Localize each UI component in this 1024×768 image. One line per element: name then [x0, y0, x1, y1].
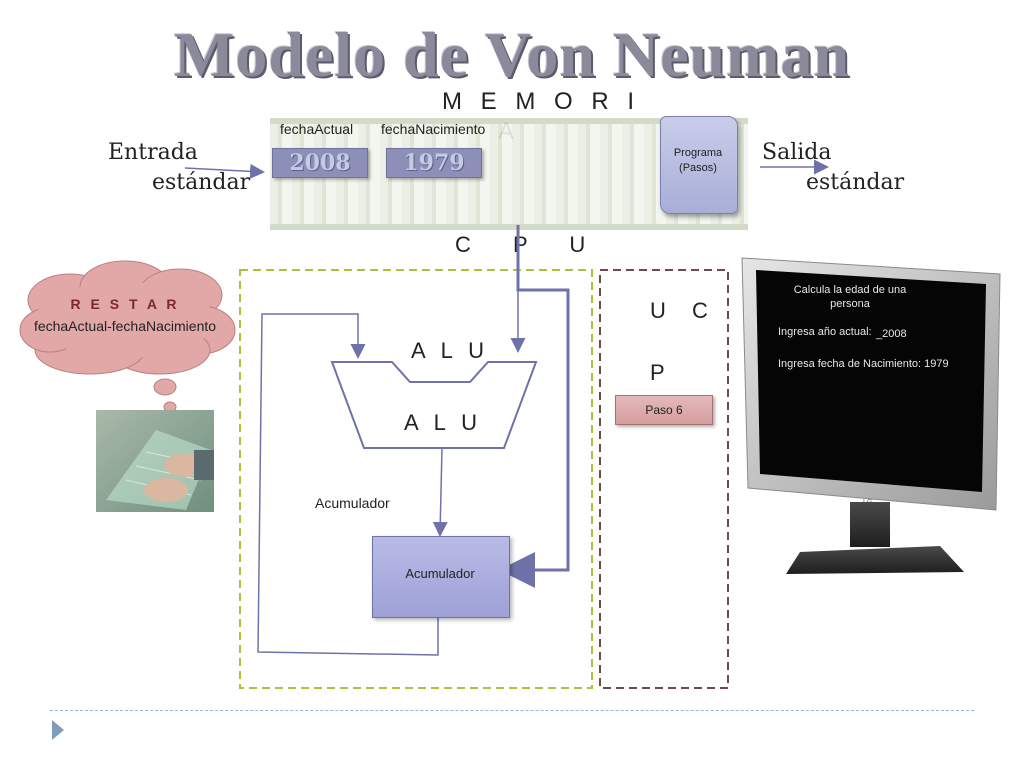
accumulator-box-label: Acumulador — [405, 566, 475, 581]
var-fecha-actual-label: fechaActual — [280, 121, 354, 137]
monitor-line2: persona — [830, 298, 870, 310]
uc-label: U C — [650, 298, 718, 323]
program-scroll — [660, 116, 738, 214]
memory-bus — [499, 225, 570, 588]
feedback-loop — [257, 313, 439, 656]
uc-label-p: P — [650, 360, 675, 385]
monitor-line1: Calcula la edad de una — [793, 284, 907, 296]
alu-label: A L U — [411, 338, 489, 363]
monitor-prompt2: Ingresa fecha de Nacimiento: 1979 — [778, 358, 949, 370]
input-label-line1: Entrada — [108, 140, 198, 165]
alu-shape — [330, 361, 538, 449]
alu-inner-label: A L U — [404, 410, 482, 435]
footer-triangle — [52, 720, 64, 740]
var-fecha-nacimiento-value: 1979 — [386, 148, 482, 178]
alu-to-acc-arrow — [432, 447, 448, 537]
var-fecha-nacimiento-label: fechaNacimiento — [381, 121, 486, 137]
program-line2: (Pasos) — [679, 162, 717, 174]
accumulator-box — [372, 536, 510, 618]
alu-region — [239, 269, 593, 689]
keyboard-typing-image — [96, 410, 214, 512]
program-line1: Programa — [673, 147, 723, 159]
monitor-value1: _2008 — [876, 328, 907, 340]
slide-title: Modelo de Von Neuman — [173, 19, 851, 90]
thought-cloud-icon — [19, 260, 236, 413]
step-badge: Paso 6 — [615, 395, 713, 425]
footer-divider — [50, 710, 974, 711]
cpu-label: C P U — [455, 232, 604, 257]
monitor-prompt1: Ingresa año actual: — [778, 326, 872, 338]
thought-expression: fechaActual-fechaNacimiento — [33, 318, 217, 334]
monitor-icon: LG — [741, 257, 1001, 574]
thought-operation: R E S T A R — [70, 296, 180, 312]
input-label-line2: estándar — [152, 170, 251, 195]
input-arrow — [184, 163, 265, 179]
program-label: Programa (Pasos) — [660, 146, 736, 176]
var-fecha-actual-value: 2008 — [272, 148, 368, 178]
memory-label: M E M O R I — [442, 88, 640, 115]
accumulator-label: Acumulador — [315, 495, 390, 511]
uc-region — [599, 269, 729, 689]
